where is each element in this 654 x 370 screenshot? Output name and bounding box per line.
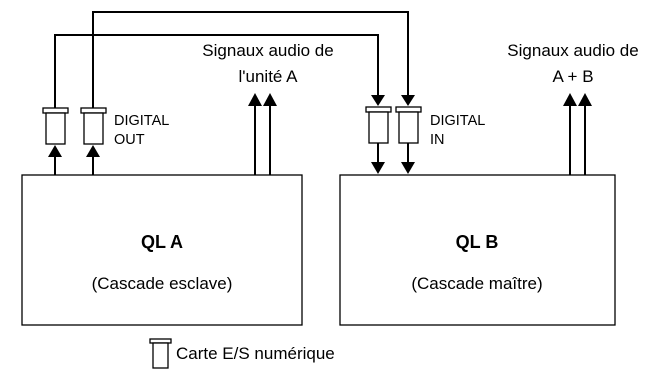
unit-a-out-arrowhead-1 bbox=[48, 145, 62, 157]
unit-a-box: QL A (Cascade esclave) bbox=[21, 174, 303, 326]
unit-b-signal-label-line1: Signaux audio de bbox=[507, 41, 638, 60]
unit-b-subtitle: (Cascade maître) bbox=[411, 274, 542, 293]
legend-connector-icon bbox=[149, 338, 172, 369]
unit-a-signal-label-line1: Signaux audio de bbox=[202, 41, 333, 60]
unit-b-port-label-line1: DIGITAL bbox=[430, 113, 485, 129]
unit-b-signal-arrowhead-2 bbox=[578, 93, 592, 106]
unit-b-in-arrowhead-2 bbox=[401, 162, 415, 174]
legend-connector-label: Carte E/S numérique bbox=[176, 344, 335, 363]
cable-arrow-outer bbox=[371, 95, 385, 106]
unit-a-connector-2 bbox=[80, 107, 107, 145]
unit-a-port-label-line1: DIGITAL bbox=[114, 113, 169, 129]
unit-a-signal-arrowhead-2 bbox=[263, 93, 277, 106]
unit-a-port-label-line2: OUT bbox=[114, 132, 145, 148]
unit-a-out-arrowhead-2 bbox=[86, 145, 100, 157]
cable-arrow-inner bbox=[401, 95, 415, 106]
unit-b-signal-label-line2: A + B bbox=[552, 67, 593, 86]
unit-b-signal-arrowhead-1 bbox=[563, 93, 577, 106]
unit-b-in-arrowhead-1 bbox=[371, 162, 385, 174]
unit-b-port-label-line2: IN bbox=[430, 132, 445, 148]
unit-a-subtitle: (Cascade esclave) bbox=[92, 274, 233, 293]
unit-b-title: QL B bbox=[456, 232, 499, 252]
legend: Carte E/S numérique bbox=[149, 338, 335, 369]
unit-a-signal-arrowhead-1 bbox=[248, 93, 262, 106]
unit-b-connector-2 bbox=[395, 106, 422, 144]
cascade-cable-inner bbox=[92, 11, 409, 109]
unit-a-connector-1 bbox=[42, 107, 69, 145]
unit-b-box: QL B (Cascade maître) bbox=[339, 174, 616, 326]
unit-a-title: QL A bbox=[141, 232, 183, 252]
cascade-cable-outer bbox=[54, 34, 379, 109]
unit-a-signal-label-line2: l'unité A bbox=[238, 67, 298, 86]
unit-b-connector-1 bbox=[365, 106, 392, 144]
